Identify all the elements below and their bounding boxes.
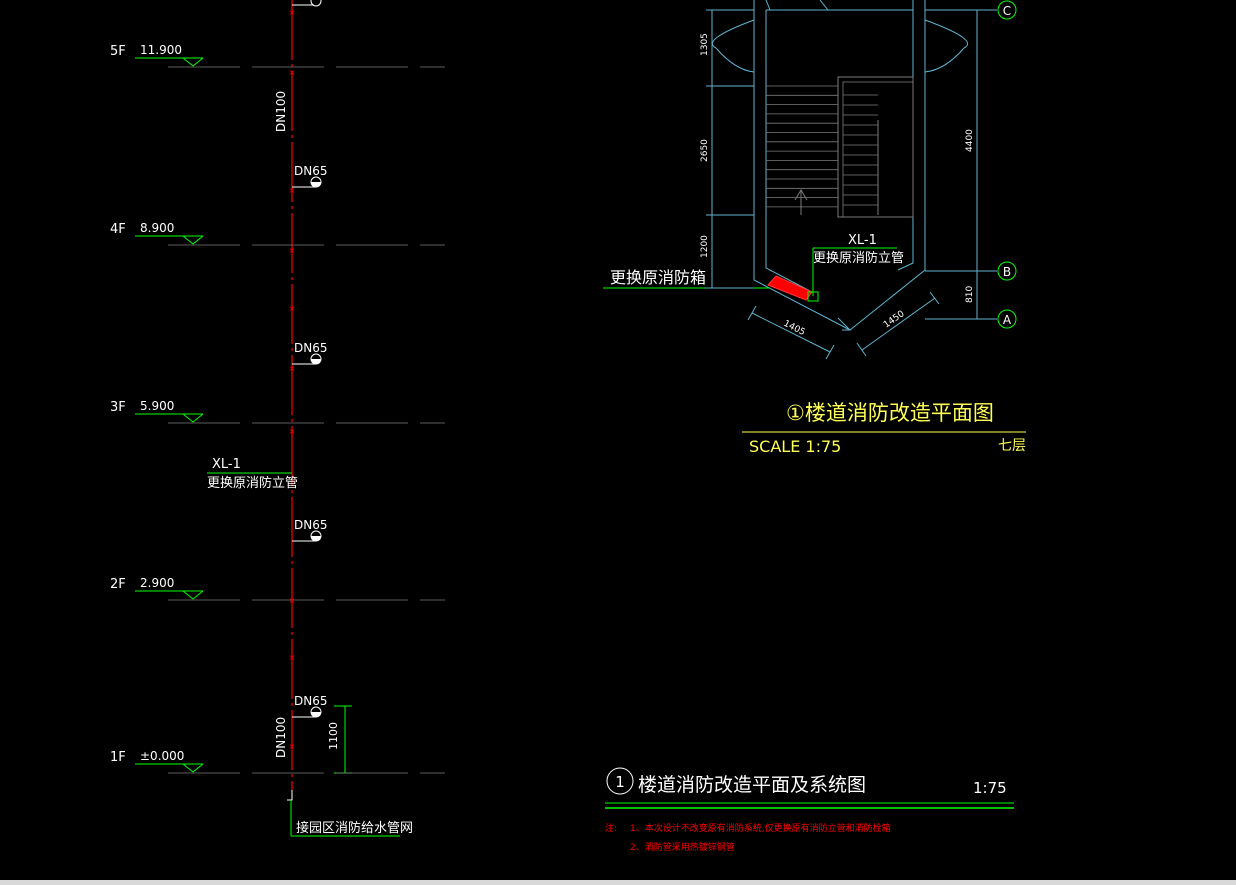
axis-bubble-c <box>997 0 1017 20</box>
dim-diag-left-ext1 <box>747 305 757 321</box>
hydrant-valve-fill <box>311 536 321 541</box>
sheet-number: 1 <box>615 773 625 791</box>
pipe-break-mark: × <box>289 68 296 77</box>
branch-size-label: DN65 <box>294 694 328 708</box>
dim-left-3: 1200 <box>700 235 710 258</box>
connection-pipe <box>287 790 293 801</box>
pipe-break-mark: × <box>289 742 296 751</box>
pipe-break-mark: × <box>289 364 296 373</box>
floor-elevation: 5.900 <box>140 399 174 413</box>
level-triangle <box>182 413 204 423</box>
plan-riser-tag: XL-1 <box>848 233 877 248</box>
axis-label-a: A <box>1003 313 1012 327</box>
pipe-break-mark: × <box>289 246 296 255</box>
floor-elevation: 2.900 <box>140 576 174 590</box>
wall-inner-left <box>765 10 811 292</box>
floor-elevation: 8.900 <box>140 221 174 235</box>
stair-arrow-head <box>794 189 808 201</box>
axis-bubble-a <box>997 309 1017 329</box>
dim-left-1: 1305 <box>700 33 710 56</box>
bottom-status-strip <box>0 880 1236 885</box>
floor-label: 3F <box>110 400 126 415</box>
plan-title: ①楼道消防改造平面图 <box>786 401 994 425</box>
branch-size-label: DN65 <box>294 518 328 532</box>
pipe-break-mark: × <box>289 427 296 436</box>
stair-plan-view: XL-1 更换原消防立管 更换原消防箱 1305 2650 1200 4400 … <box>603 0 1026 456</box>
window-top-right <box>819 0 829 11</box>
pipe-size-bottom: DN100 <box>274 717 288 758</box>
window-top-left <box>765 0 771 11</box>
pipe-break-mark: × <box>289 186 296 195</box>
corner-bottom <box>837 317 852 331</box>
dim-diag-left-line <box>751 312 831 353</box>
hydrant-valve-fill <box>311 182 321 187</box>
floor-elevation: 11.900 <box>140 43 182 57</box>
wall-outer-left <box>753 0 851 331</box>
wall-outer-right <box>849 0 926 331</box>
stair-landing-inner <box>842 81 914 218</box>
hydrant-valve-fill <box>311 359 321 364</box>
axis-label-c: C <box>1003 4 1011 18</box>
pipe-break-mark: × <box>289 653 296 662</box>
riser-tag-note: 更换原消防立管 <box>207 475 298 491</box>
level-triangle <box>182 57 204 67</box>
window-right <box>924 19 969 73</box>
floor-label: 1F <box>110 750 126 765</box>
stair-landing <box>837 76 914 218</box>
riser-system-diagram: 接园区消防给水管网 DN100 DN100 XL-1 更换原消防立管 1100 … <box>110 0 445 837</box>
stair-treads <box>766 85 878 208</box>
hydrant-height-dim: 1100 <box>327 722 340 750</box>
sheet-scale: 1:75 <box>973 779 1007 797</box>
level-triangle <box>182 763 204 773</box>
pipe-break-mark: × <box>289 304 296 313</box>
pipe-break-mark: × <box>289 596 296 605</box>
sheet-title: 楼道消防改造平面及系统图 <box>638 774 866 796</box>
note-2: 2、消防管采用热镀锌钢管 <box>630 841 735 853</box>
wall-inner-right <box>897 10 914 271</box>
floor-label: 2F <box>110 577 126 592</box>
pipe-size-top: DN100 <box>274 91 288 132</box>
sheet-number-bubble <box>606 767 634 795</box>
window-left <box>711 19 755 73</box>
dim-diag-right-ext2 <box>929 291 940 305</box>
branch-size-label: DN65 <box>294 164 328 178</box>
sheet-title-block: 1 楼道消防改造平面及系统图 1:75 注: 1、本次设计不改变原有消防系统,仅… <box>605 767 1014 853</box>
level-triangle <box>182 235 204 245</box>
notes-prefix: 注: <box>605 822 617 834</box>
dim-diag-right-line <box>861 297 936 351</box>
level-triangle <box>182 590 204 600</box>
floor-elevation: ±0.000 <box>140 749 184 763</box>
connection-note: 接园区消防给水管网 <box>296 820 413 836</box>
dim-left-2: 2650 <box>700 139 710 162</box>
dim-right-lower: 810 <box>965 286 975 303</box>
dim-right-main: 4400 <box>965 129 975 152</box>
pipe-break-mark: × <box>289 8 296 17</box>
branch-size-label: DN65 <box>294 341 328 355</box>
dim-diag-left-ext2 <box>825 344 835 360</box>
floor-label: 4F <box>110 222 126 237</box>
hydrant-valve-fill <box>311 712 321 717</box>
axis-bubble-b <box>997 261 1017 281</box>
axis-label-b: B <box>1003 265 1011 279</box>
dim-diag-right-ext1 <box>856 342 867 357</box>
hydrant-box <box>767 275 813 301</box>
dim-diag-left: 1405 <box>782 319 807 338</box>
note-1: 1、本次设计不改变原有消防系统,仅更换原有消防立管和消防栓箱 <box>630 822 891 834</box>
floor-label: 5F <box>110 44 126 59</box>
plan-floor: 七层 <box>998 438 1026 454</box>
floor-levels: 5F 11.900 4F 8.900 3F 5.900 2F 2.900 1F ±0.000 × × ×… <box>110 8 445 774</box>
plan-riser-note: 更换原消防立管 <box>813 250 904 266</box>
hydrant-valve <box>310 0 322 7</box>
plan-box-note: 更换原消防箱 <box>610 268 706 287</box>
riser-tag: XL-1 <box>212 457 241 472</box>
plan-scale: SCALE 1:75 <box>749 437 841 456</box>
